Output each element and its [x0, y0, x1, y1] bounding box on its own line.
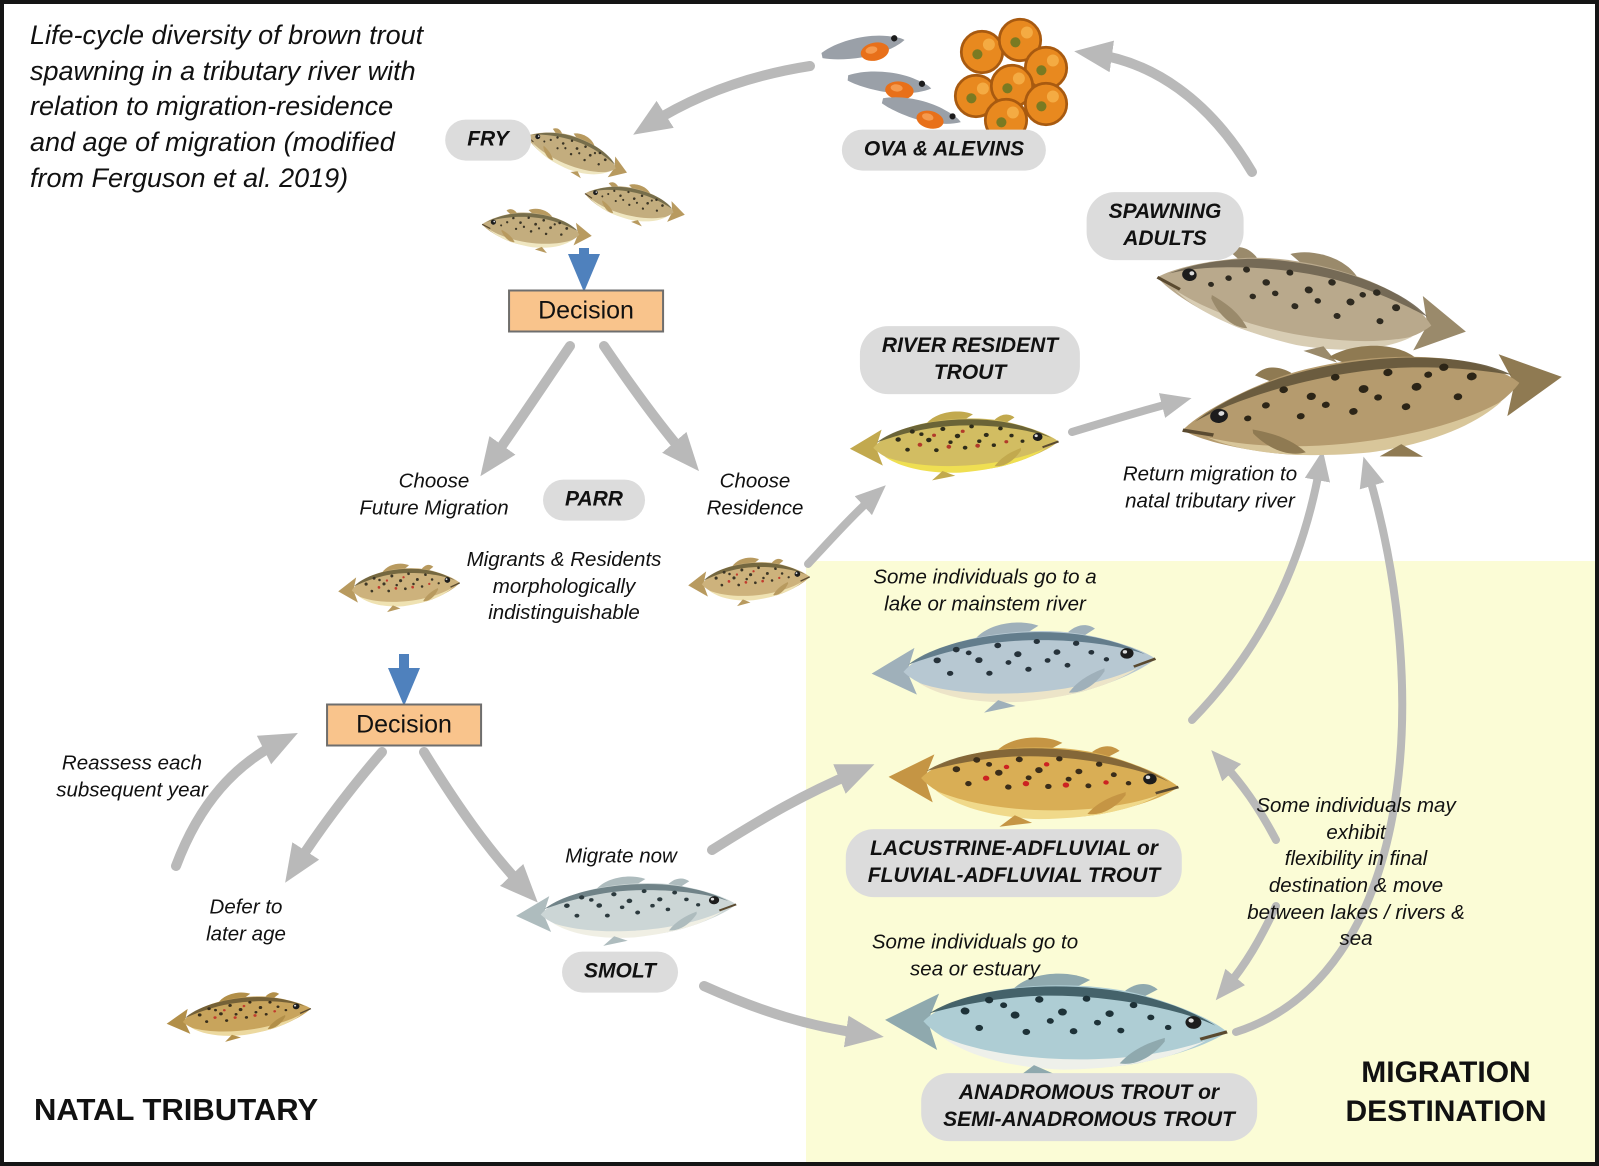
stage-label-river-resident: RIVER RESIDENT TROUT	[859, 326, 1081, 394]
note-defer: Defer to later age	[206, 895, 286, 945]
defer-fish-illustration	[163, 984, 315, 1049]
spawning-adults-illustration	[1146, 225, 1570, 490]
stage-label-lacustrine: LACUSTRINE-ADFLUVIAL or FLUVIAL-ADFLUVIA…	[845, 829, 1183, 897]
note-flexibility: Some individuals may exhibit flexibility…	[1247, 794, 1465, 951]
arrow-decision1-to-migration-choice	[480, 341, 575, 477]
stage-label-fry: FRY	[445, 119, 531, 161]
stage-label-parr: PARR	[543, 479, 645, 521]
note-return-migration: Return migration to natal tributary rive…	[1122, 462, 1298, 512]
arrow-ova-to-fry	[633, 61, 815, 135]
note-reassess: Reassess each subsequent year	[56, 751, 208, 801]
river-resident-illustration	[847, 406, 1061, 485]
stage-label-spawning-adults: SPAWNING ADULTS	[1086, 192, 1244, 260]
stage-label-smolt: SMOLT	[562, 951, 678, 993]
region-label-natal-tributary: NATAL TRIBUTARY	[34, 1092, 319, 1127]
alevins-illustration	[819, 28, 964, 136]
smolt-illustration	[513, 869, 740, 952]
note-go-to-lake: Some individuals go to a lake or mainste…	[873, 565, 1097, 615]
decision-box-1: Decision	[508, 289, 664, 333]
region-label-migration-destination: MIGRATION DESTINATION	[1345, 1056, 1547, 1128]
arrow-decision2-to-migrate	[419, 747, 538, 903]
arrow-parr-to-resident	[804, 485, 886, 568]
stage-label-ova-alevins: OVA & ALEVINS	[841, 129, 1047, 171]
note-choose-future-migration: Choose Future Migration	[359, 469, 509, 519]
note-choose-residence: Choose Residence	[706, 469, 804, 519]
note-migrants-morphology: Migrants & Residents morphologically ind…	[466, 548, 662, 625]
note-migrate-now: Migrate now	[565, 844, 677, 868]
arrow-decision1-to-residence-choice	[599, 341, 700, 472]
stage-label-anadromous: ANADROMOUS TROUT or SEMI-ANADROMOUS TROU…	[921, 1073, 1257, 1141]
note-go-to-sea: Some individuals go to sea or estuary	[871, 930, 1079, 980]
figure-title: Life-cycle diversity of brown trout spaw…	[30, 20, 424, 193]
arrow-resident-to-adults	[1068, 393, 1192, 436]
decision-box-2: Decision	[326, 703, 482, 747]
ova-illustration	[953, 17, 1069, 143]
arrow-adults-to-ova	[1074, 40, 1257, 177]
arrow-decision2-to-defer	[285, 747, 387, 883]
